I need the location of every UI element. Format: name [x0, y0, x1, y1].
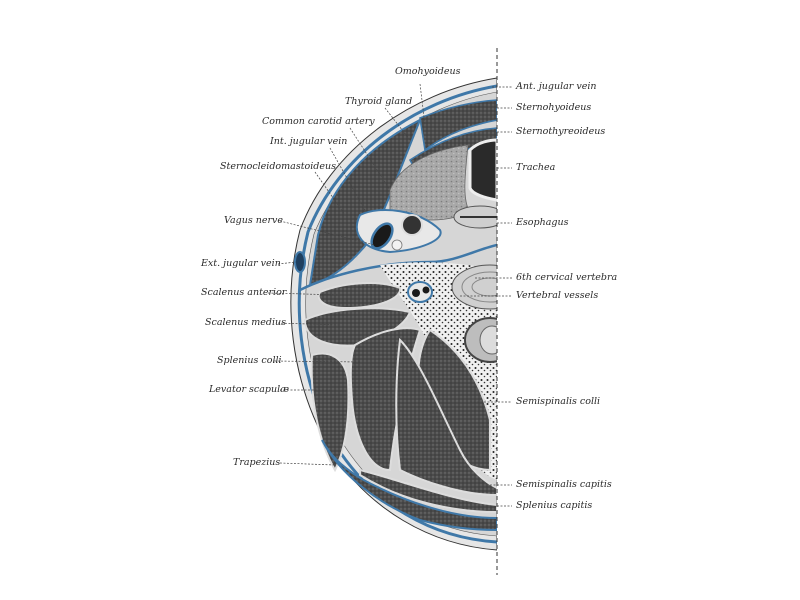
cervical-vertebra-body [451, 264, 497, 310]
label-ext-jugular-vein: Ext. jugular vein [201, 258, 281, 269]
common-carotid-artery [401, 214, 423, 236]
label-splenius-colli: Splenius colli [217, 355, 282, 366]
label-splenius-capitis: Splenius capitis [516, 500, 593, 511]
label-omohyoideus: Omohyoideus [395, 66, 461, 77]
trachea [468, 138, 497, 202]
label-trachea: Trachea [516, 162, 556, 173]
label-semispinalis-capitis: Semispinalis capitis [516, 479, 612, 490]
label-ant-jugular-vein: Ant. jugular vein [516, 81, 597, 92]
label-vagus-nerve: Vagus nerve [224, 215, 284, 226]
sternohyoideus-muscle [419, 99, 497, 152]
levator-scapulae-muscle [310, 352, 350, 473]
scalenus-anterior-muscle [317, 282, 402, 310]
label-scalenus-anterior: Scalenus anterior [201, 287, 287, 298]
label-6th-cervical-vertebra: 6th cervical vertebra [516, 272, 618, 283]
label-sternothyreoideus: Sternothyreoideus [516, 126, 606, 137]
ext-jugular-vein [294, 251, 306, 273]
leader-lines-left [267, 83, 426, 466]
leader-lines-right [460, 86, 512, 507]
label-common-carotid-artery: Common carotid artery [262, 116, 375, 127]
label-trapezius: Trapezius [233, 457, 281, 468]
label-scalenus-medius: Scalenus medius [205, 317, 287, 328]
label-int-jugular-vein: Int. jugular vein [270, 136, 348, 147]
label-semispinalis-colli: Semispinalis colli [516, 396, 601, 407]
label-levator-scapulae: Levator scapulæ [209, 384, 290, 395]
label-vertebral-vessels: Vertebral vessels [516, 290, 599, 301]
trapezius-muscle [321, 439, 497, 532]
label-esophagus: Esophagus [516, 217, 569, 228]
sternocleidomastoideus-muscle [308, 117, 422, 287]
scalenus-medius-muscle [303, 307, 412, 347]
int-jugular-vein [370, 222, 394, 250]
label-sternohyoideus: Sternohyoideus [516, 102, 592, 113]
label-sternocleidomastoideus: Sternocleidomastoideus [220, 161, 336, 172]
vagus-nerve [391, 239, 403, 251]
semispinalis-capitis-muscle [395, 337, 497, 497]
label-thyroid-gland: Thyroid gland [345, 96, 413, 107]
